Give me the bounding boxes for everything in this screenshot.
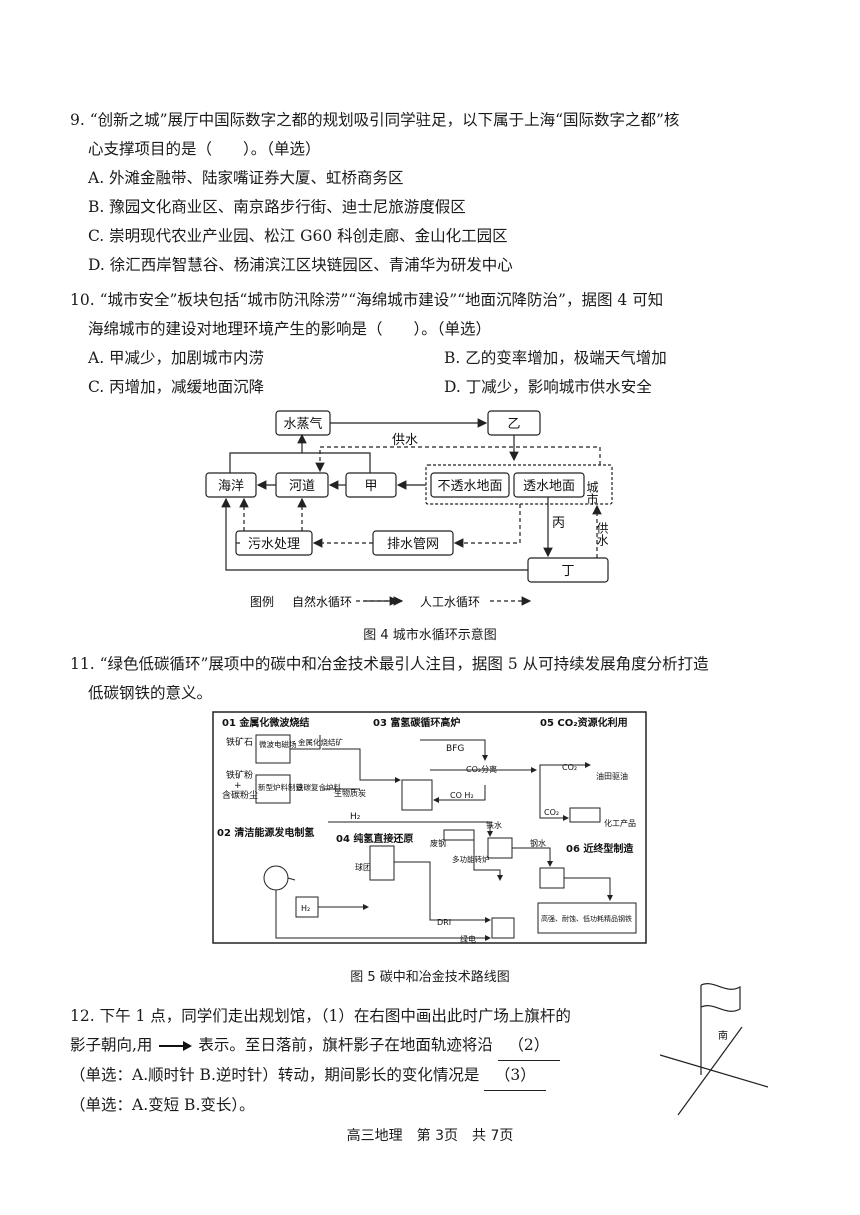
q9-option-a: A. 外滩金融带、陆家嘴证券大厦、虹桥商务区 [88, 169, 404, 187]
fig4-city: 城市 [585, 481, 599, 505]
fig4-ocean: 海洋 [218, 479, 244, 494]
fig5-s05: 05 CO₂资源化利用 [540, 716, 628, 729]
q12-line2: 影子朝向,用 表示。至日落前，旗杆影子在地面轨迹将沿 （2） [70, 1031, 650, 1061]
q9-stem-line2: 心支撑项目的是（ ）。（单选） [88, 140, 321, 158]
fig4-legend-label: 图例 [250, 595, 274, 609]
q12-line3a: （单选：A.顺时针 B.逆时针）转动，期间影长的变化情况是 [70, 1066, 480, 1084]
arrow-icon [159, 1041, 193, 1051]
fig5-h2-b: H₂ [301, 904, 310, 913]
q10-option-b: B. 乙的变率增加，极端天气增加 [444, 349, 667, 367]
q9-stem-line1: 9. “创新之城”展厅中国际数字之都的规划吸引同学驻足，以下属于上海“国际数字之… [70, 111, 680, 129]
fig4-sewage: 污水处理 [248, 537, 300, 552]
fig4-jia: 甲 [364, 479, 377, 494]
fig5-dri: DRI [437, 918, 451, 927]
question-10: 10. “城市安全”板块包括“城市防汛除涝”“海绵城市建设”“地面沉降防治”，据… [70, 286, 800, 402]
fig5-s01: 01 金属化微波烧结 [222, 716, 309, 729]
q12-line3: （单选：A.顺时针 B.逆时针）转动，期间影长的变化情况是 （3） [70, 1061, 650, 1091]
q12-blank-3[interactable]: （3） [484, 1061, 547, 1091]
fig5-carbon-dust: 含碳粉尘 [222, 789, 258, 801]
fig5-scrap: 废钢 [430, 838, 446, 848]
fig5-iron-ore: 铁矿石 [226, 736, 253, 748]
fig4-supply-right: 供水 [595, 522, 609, 546]
q10-option-a: A. 甲减少，加剧城市内涝 [88, 349, 265, 367]
fig5-pellet: 球团 [355, 862, 371, 872]
fig4-yi: 乙 [507, 417, 520, 432]
q10-option-d: D. 丁减少，影响城市供水安全 [444, 378, 652, 396]
fig5-plus: + [234, 781, 242, 791]
fig5-co2-b: CO₂ [544, 808, 559, 817]
fig5-green-power: 绿电 [460, 934, 476, 944]
q10-options-row2: C. 丙增加，减缓地面沉降 D. 丁减少，影响城市供水安全 [70, 373, 800, 402]
q11-stem-line2: 低碳钢铁的意义。 [88, 684, 213, 702]
figure-4-caption: 图 4 城市水循环示意图 [363, 628, 497, 643]
fig5-oil: 油田驱油 [596, 771, 628, 781]
q12-blank-2[interactable]: （2） [497, 1031, 560, 1061]
fig5-s03: 03 富氢碳循环高炉 [373, 716, 460, 729]
question-9: 9. “创新之城”展厅中国际数字之都的规划吸引同学驻足，以下属于上海“国际数字之… [70, 106, 800, 280]
q11-stem-line1: 11. “绿色低碳循环”展项中的碳中和冶金技术最引人注目，据图 5 从可持续发展… [70, 655, 709, 673]
q12-line4: （单选：A.变短 B.变长）。 [70, 1096, 255, 1114]
figure-4-diagram: 水蒸气 乙 供水 海洋 河道 甲 不透水地面 透水地面 城市 丙 供水 污水处理… [205, 410, 613, 609]
fig5-h2-a: H₂ [350, 812, 361, 822]
fig4-supply-top: 供水 [392, 433, 418, 448]
fig5-biomass: 生物质炭 [334, 788, 366, 798]
fig5-hot-metal: 铁水 [486, 820, 502, 830]
fig5-multi-furnace: 多功能转炉 [452, 854, 490, 864]
q10-options-row1: A. 甲减少，加剧城市内涝 B. 乙的变率增加，极端天气增加 [70, 344, 800, 373]
fig4-bing: 丙 [552, 516, 565, 531]
q10-stem-line2: 海绵城市的建设对地理环境产生的影响是（ ）。（单选） [88, 320, 492, 338]
fig4-pervious: 透水地面 [523, 479, 575, 494]
flag-south-label: 南 [718, 1029, 728, 1042]
q9-option-d: D. 徐汇西岸智慧谷、杨浦滨江区块链园区、青浦华为研发中心 [88, 256, 513, 274]
fig4-legend-natural: 自然水循环 [292, 594, 352, 609]
q9-option-b: B. 豫园文化商业区、南京路步行街、迪士尼旅游度假区 [88, 198, 466, 216]
page-footer: 高三地理 第 3页 共 7页 [346, 1128, 514, 1144]
fig5-iron-powder: 铁矿粉 [226, 769, 253, 781]
q9-option-c: C. 崇明现代农业产业园、松江 G60 科创走廊、金山化工园区 [88, 227, 508, 245]
question-12: 12. 下午 1 点，同学们走出规划馆，（1）在右图中画出此时广场上旗杆的 影子… [70, 1002, 650, 1120]
fig5-microwave: 微波电磁场 [259, 739, 297, 749]
fig5-s02: 02 清洁能源发电制氢 [217, 826, 314, 839]
q12-line2a: 影子朝向,用 [70, 1036, 153, 1054]
fig5-s06: 06 近终型制造 [566, 842, 634, 855]
fig5-metal-ore: 金属化烧结矿 [298, 737, 343, 747]
fig5-s04: 04 纯氢直接还原 [336, 832, 413, 845]
question-11: 11. “绿色低碳循环”展项中的碳中和冶金技术最引人注目，据图 5 从可持续发展… [70, 650, 800, 708]
fig5-chem: 化工产品 [604, 818, 636, 828]
fig4-impervious: 不透水地面 [437, 479, 502, 494]
fig4-river: 河道 [289, 479, 315, 494]
fig5-new-furnace: 新型炉料制造 [258, 782, 303, 792]
q10-stem-line1: 10. “城市安全”板块包括“城市防汛除涝”“海绵城市建设”“地面沉降防治”，据… [70, 291, 664, 309]
fig5-composite: 铁碳复合炉料 [296, 782, 341, 792]
figure-5-diagram: 01 金属化微波烧结 铁矿石 微波电磁场 金属化烧结矿 铁矿粉 + 含碳粉尘 新… [212, 711, 647, 944]
fig5-co-h2: CO H₂ [450, 791, 474, 800]
fig4-water-vapor: 水蒸气 [283, 416, 322, 432]
q12-line1: 12. 下午 1 点，同学们走出规划馆，（1）在右图中画出此时广场上旗杆的 [70, 1007, 571, 1025]
fig4-ding: 丁 [561, 564, 574, 579]
fig5-co2-a: CO₂ [562, 763, 577, 772]
fig5-molten-steel: 钢水 [530, 838, 546, 848]
q12-line2b: 表示。至日落前，旗杆影子在地面轨迹将沿 [198, 1036, 493, 1054]
flagpole-diagram[interactable]: 南 [650, 975, 780, 1125]
figure-5-caption: 图 5 碳中和冶金技术路线图 [350, 970, 510, 985]
fig4-legend-artificial: 人工水循环 [420, 595, 480, 609]
fig5-bfg: BFG [446, 744, 464, 754]
fig5-product: 高强、耐蚀、低功耗精品钢铁 [541, 914, 632, 923]
fig5-co2-sep: CO₂分离 [466, 764, 497, 774]
fig4-drainage: 排水管网 [387, 537, 439, 552]
q10-option-c: C. 丙增加，减缓地面沉降 [88, 378, 265, 396]
